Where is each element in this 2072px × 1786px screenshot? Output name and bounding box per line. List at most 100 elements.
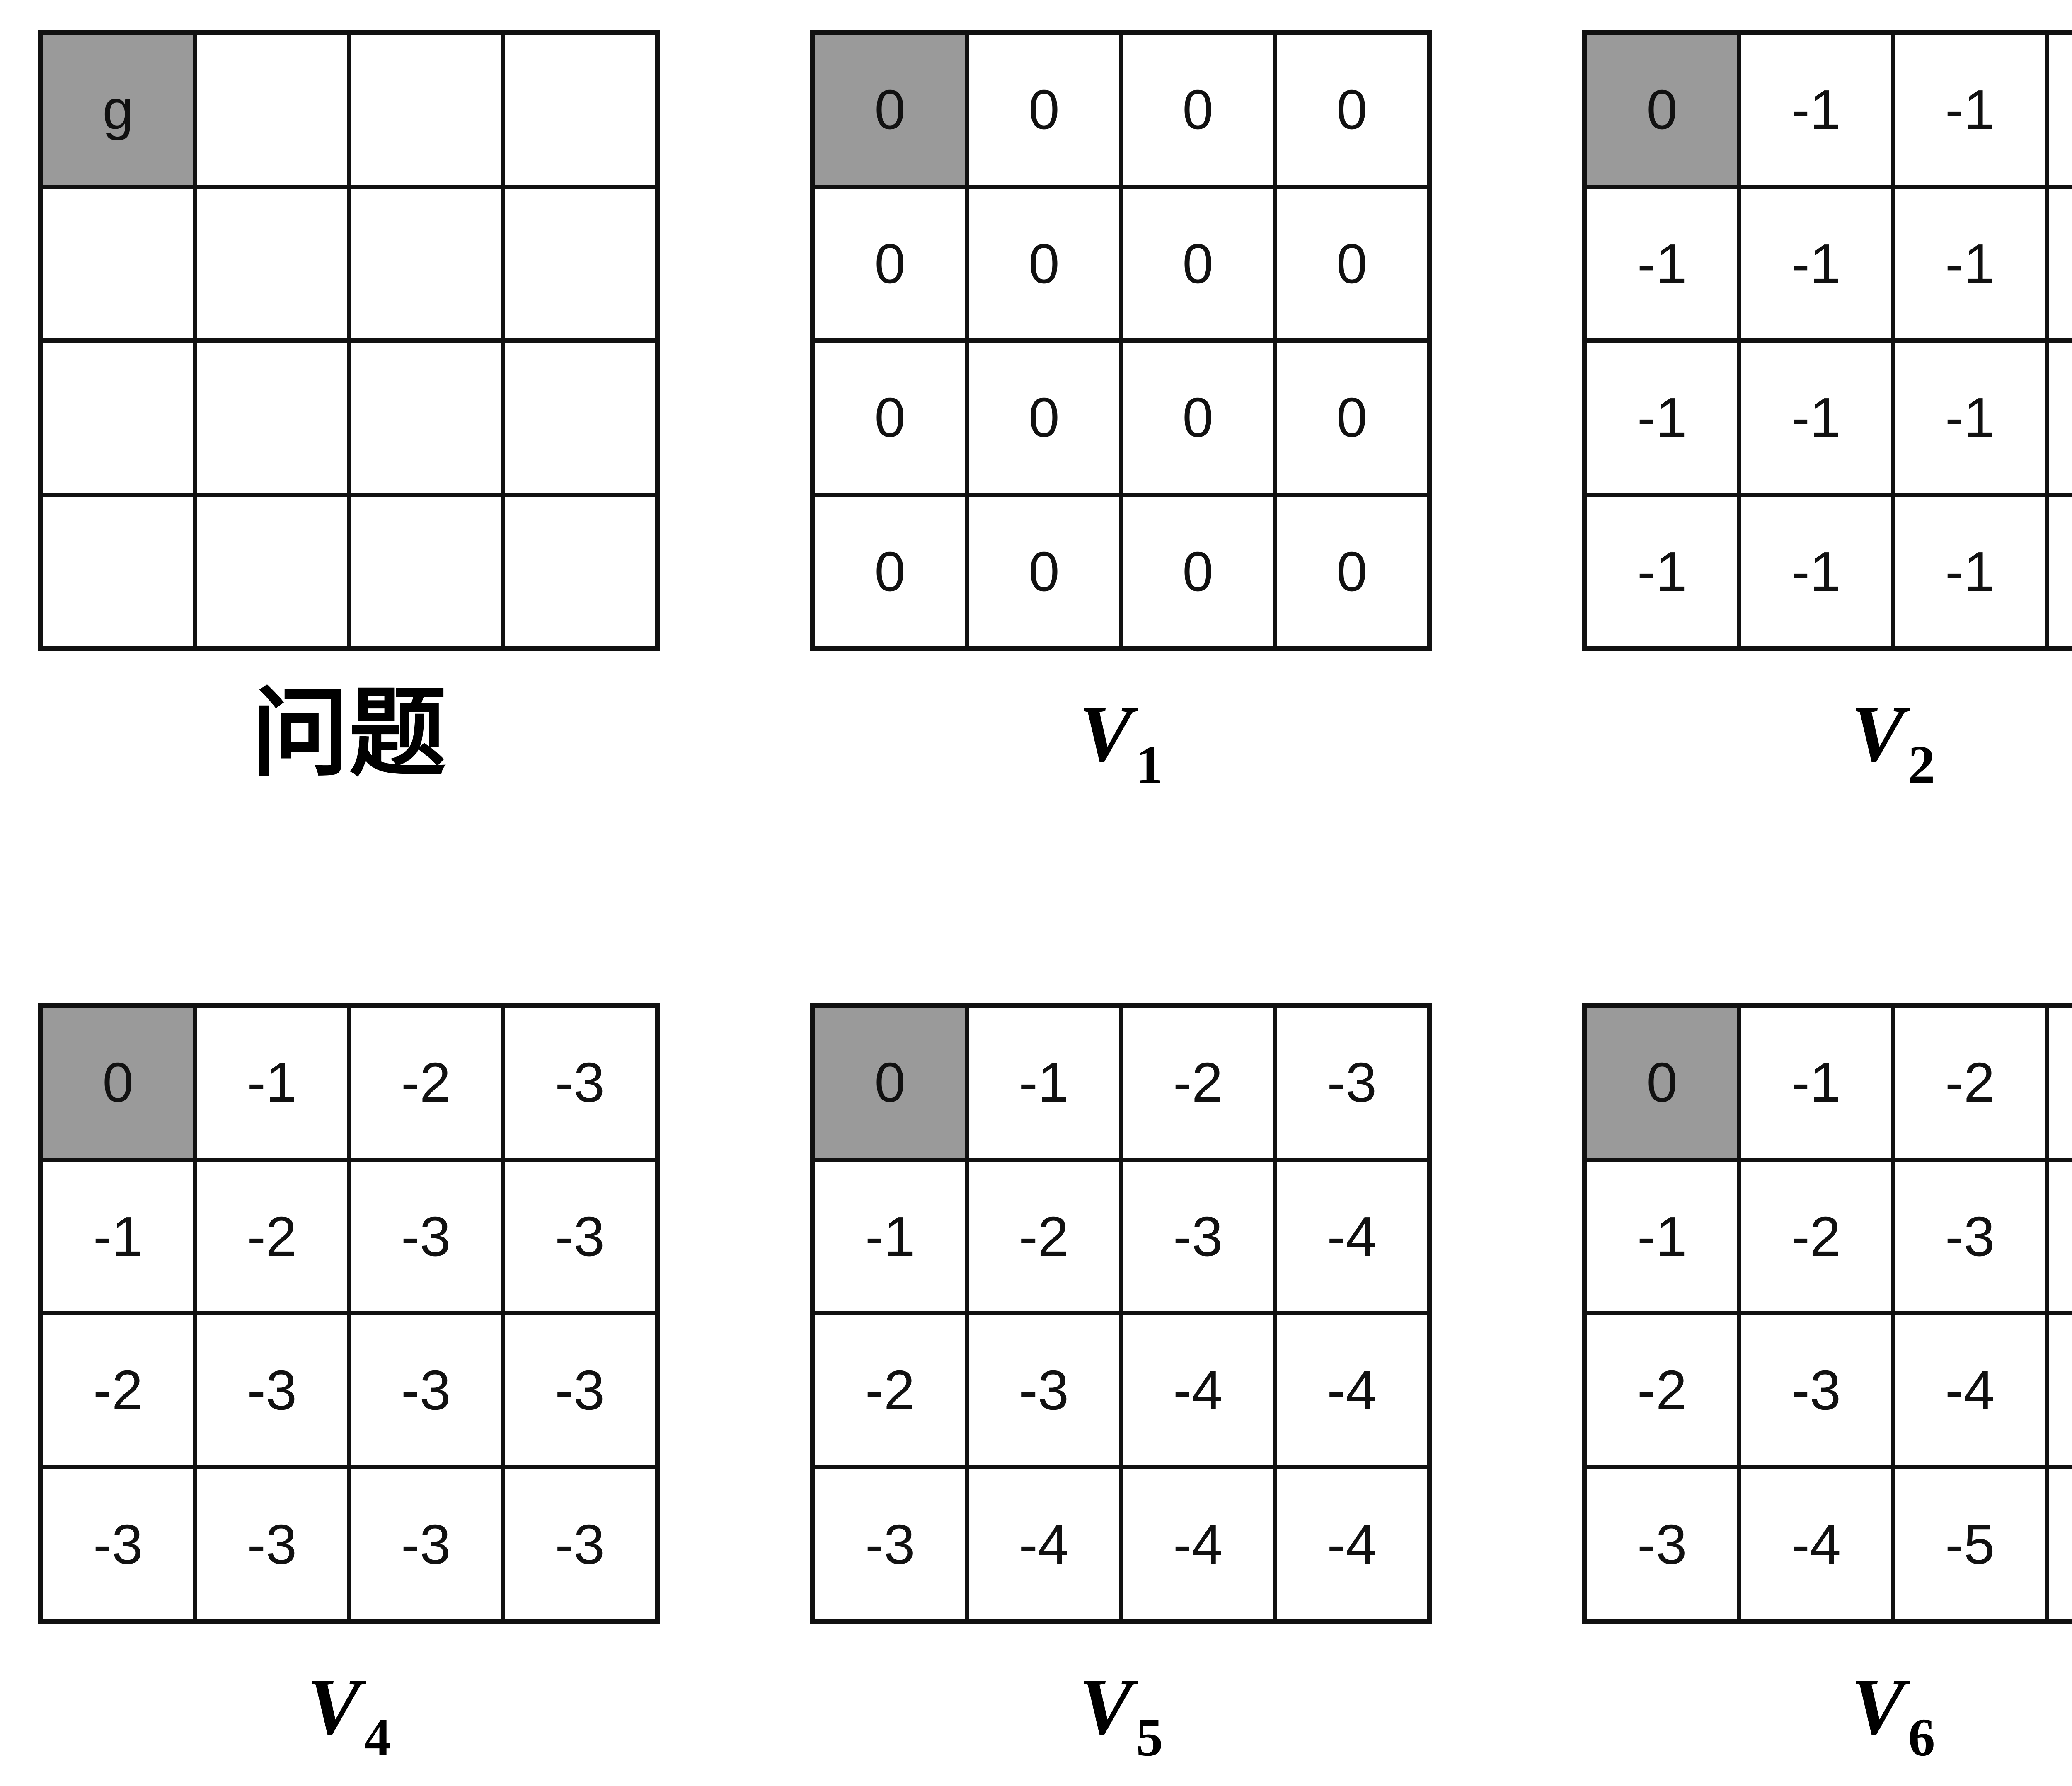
- label-base: V: [1079, 689, 1133, 779]
- grid-cell: -3: [43, 1469, 193, 1619]
- figure-label-v1: V1: [1079, 680, 1163, 788]
- grid-cell: -3: [2049, 1008, 2072, 1158]
- grid-v1: 0 0 0 0 0 0 0 0 0 0 0 0 0 0 0 0: [810, 30, 1432, 651]
- grid-cell: 0: [815, 343, 965, 493]
- grid-cell: -4: [2049, 1162, 2072, 1312]
- figure-label-v2: V2: [1851, 680, 1935, 788]
- figure-row-bottom: 0 -1 -2 -3 -1 -2 -3 -3 -2 -3 -3 -3 -3 -3…: [0, 1003, 2072, 1761]
- grid-cell: 0: [969, 343, 1119, 493]
- grid-cell: [197, 189, 347, 339]
- grid-cell: -2: [969, 1162, 1119, 1312]
- grid-cell-goal: 0: [815, 35, 965, 185]
- grid-cell: -1: [2049, 343, 2072, 493]
- grid-cell: -2: [1123, 1008, 1273, 1158]
- grid-cell: [351, 497, 501, 647]
- grid-cell: -1: [1587, 497, 1737, 647]
- grid-cell: [43, 497, 193, 647]
- grid-cell: -3: [1895, 1162, 2045, 1312]
- grid-cell: -1: [815, 1162, 965, 1312]
- grid-cell: -4: [1277, 1315, 1427, 1465]
- figure-v4: 0 -1 -2 -3 -1 -2 -3 -3 -2 -3 -3 -3 -3 -3…: [38, 1003, 660, 1761]
- grid-cell: -2: [1587, 1315, 1737, 1465]
- figure-row-top: g 问题 0 0 0 0 0 0 0 0: [0, 0, 2072, 788]
- grid-v2: 0 -1 -1 -1 -1 -1 -1 -1 -1 -1 -1 -1 -1 -1…: [1582, 30, 2072, 651]
- figure-v1: 0 0 0 0 0 0 0 0 0 0 0 0 0 0 0 0 V1: [810, 30, 1432, 788]
- grid-cell: [197, 35, 347, 185]
- figure-v5: 0 -1 -2 -3 -1 -2 -3 -4 -2 -3 -4 -4 -3 -4…: [810, 1003, 1432, 1761]
- label-base: V: [1079, 1662, 1133, 1752]
- figure-v2: 0 -1 -1 -1 -1 -1 -1 -1 -1 -1 -1 -1 -1 -1…: [1582, 30, 2072, 788]
- grid-cell: -4: [969, 1469, 1119, 1619]
- figure-label-v4: V4: [307, 1653, 391, 1761]
- grid-cell-goal: 0: [1587, 35, 1737, 185]
- grid-cell: [505, 343, 655, 493]
- grid-cell: 0: [1277, 189, 1427, 339]
- grid-cell: 0: [1123, 189, 1273, 339]
- grid-cell: 0: [815, 189, 965, 339]
- grid-cell: -2: [1895, 1008, 2045, 1158]
- grid-cell: [43, 189, 193, 339]
- grid-cell: -3: [1123, 1162, 1273, 1312]
- grid-cell-goal: g: [43, 35, 193, 185]
- grid-cell: 0: [969, 189, 1119, 339]
- grid-cell-goal: 0: [815, 1008, 965, 1158]
- grid-cell: -1: [1741, 189, 1891, 339]
- grid-cell: -3: [505, 1008, 655, 1158]
- grid-cell: -1: [1741, 497, 1891, 647]
- grid-cell: -3: [969, 1315, 1119, 1465]
- grid-cell: -3: [351, 1162, 501, 1312]
- grid-cell: -3: [505, 1469, 655, 1619]
- grid-cell: -1: [2049, 497, 2072, 647]
- label-base: V: [307, 1662, 361, 1752]
- grid-cell: -1: [1895, 343, 2045, 493]
- label-subscript: 6: [1908, 1708, 1935, 1767]
- figure-label-v5: V5: [1079, 1653, 1163, 1761]
- grid-cell: -3: [815, 1469, 965, 1619]
- grid-cell: -5: [2049, 1469, 2072, 1619]
- grid-cell: -4: [1895, 1315, 2045, 1465]
- grid-cell: 0: [815, 497, 965, 647]
- label-subscript: 1: [1136, 735, 1163, 795]
- figure-label-problem: 问题: [252, 680, 446, 788]
- grid-cell: -1: [1587, 1162, 1737, 1312]
- label-base: V: [1851, 1662, 1905, 1752]
- grid-cell: -2: [815, 1315, 965, 1465]
- label-subscript: 5: [1136, 1708, 1163, 1767]
- grid-cell: [43, 343, 193, 493]
- grid-cell: -1: [1587, 189, 1737, 339]
- grid-cell: -4: [1123, 1469, 1273, 1619]
- grid-cell: -3: [1277, 1008, 1427, 1158]
- grid-cell: -2: [43, 1315, 193, 1465]
- grid-cell: -2: [1741, 1162, 1891, 1312]
- figure-label-v6: V6: [1851, 1653, 1935, 1761]
- grid-cell: -1: [1895, 35, 2045, 185]
- grid-cell: 0: [969, 35, 1119, 185]
- grid-cell: -1: [1741, 343, 1891, 493]
- grid-v4: 0 -1 -2 -3 -1 -2 -3 -3 -2 -3 -3 -3 -3 -3…: [38, 1003, 660, 1624]
- grid-cell: 0: [1277, 497, 1427, 647]
- grid-cell: -1: [197, 1008, 347, 1158]
- grid-cell-goal: 0: [43, 1008, 193, 1158]
- grid-cell: 0: [1123, 35, 1273, 185]
- grid-cell: -1: [2049, 35, 2072, 185]
- grid-cell: -2: [351, 1008, 501, 1158]
- grid-v5: 0 -1 -2 -3 -1 -2 -3 -4 -2 -3 -4 -4 -3 -4…: [810, 1003, 1432, 1624]
- grid-cell-goal: 0: [1587, 1008, 1737, 1158]
- grid-cell: [197, 497, 347, 647]
- grid-cell: 0: [1277, 343, 1427, 493]
- grid-cell: 0: [1123, 497, 1273, 647]
- grid-cell: -1: [1741, 35, 1891, 185]
- grid-cell: -3: [1587, 1469, 1737, 1619]
- grid-cell: -3: [197, 1315, 347, 1465]
- grid-cell: -3: [351, 1315, 501, 1465]
- grid-cell: -2: [197, 1162, 347, 1312]
- figure-problem: g 问题: [38, 30, 660, 788]
- grid-cell: [505, 35, 655, 185]
- grid-cell: 0: [969, 497, 1119, 647]
- grid-cell: [505, 189, 655, 339]
- grid-cell: -4: [1277, 1469, 1427, 1619]
- grid-cell: -1: [1895, 189, 2045, 339]
- grid-cell: [351, 343, 501, 493]
- grid-cell: 0: [1123, 343, 1273, 493]
- grid-cell: -5: [2049, 1315, 2072, 1465]
